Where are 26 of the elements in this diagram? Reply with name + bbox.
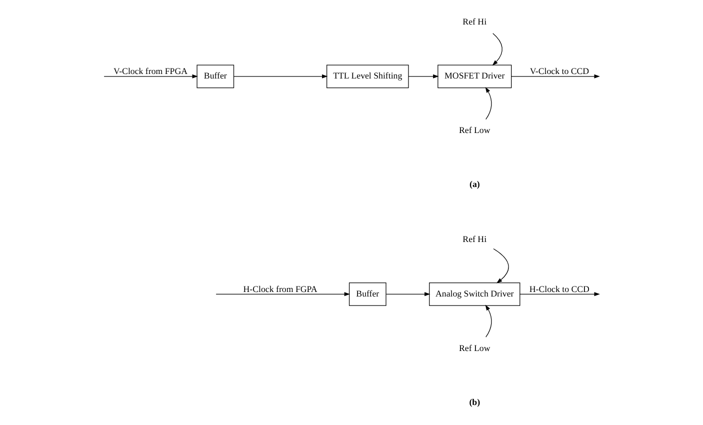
arrow	[104, 74, 198, 78]
arrow	[492, 33, 502, 66]
node-text: Ref Hi	[462, 234, 487, 244]
edge-label: V-Clock to CCD	[530, 66, 590, 76]
node-text: Ref Low	[459, 125, 490, 136]
edge-label: H-Clock to CCD	[529, 284, 590, 294]
node-box: Analog Switch Driver	[429, 282, 520, 306]
arrow	[511, 74, 600, 78]
node-box: Buffer	[196, 64, 234, 88]
node-box: TTL Level Shifting	[326, 64, 409, 88]
arrow	[485, 87, 492, 120]
arrow	[493, 248, 509, 284]
edge-label: H-Clock from FGPA	[243, 284, 318, 294]
label: (b)	[469, 396, 480, 407]
node-text: Ref Low	[459, 342, 490, 353]
arrow	[386, 292, 430, 296]
node-box: Buffer	[348, 282, 386, 306]
node-box: MOSFET Driver	[438, 64, 512, 88]
edge-label: V-Clock from FPGA	[114, 66, 188, 76]
arrow	[485, 304, 492, 338]
arrow	[520, 292, 600, 296]
arrow	[216, 292, 350, 296]
node-text: Ref Hi	[462, 16, 487, 26]
arrow	[408, 74, 439, 78]
label: (a)	[470, 178, 480, 189]
arrow	[234, 74, 328, 78]
